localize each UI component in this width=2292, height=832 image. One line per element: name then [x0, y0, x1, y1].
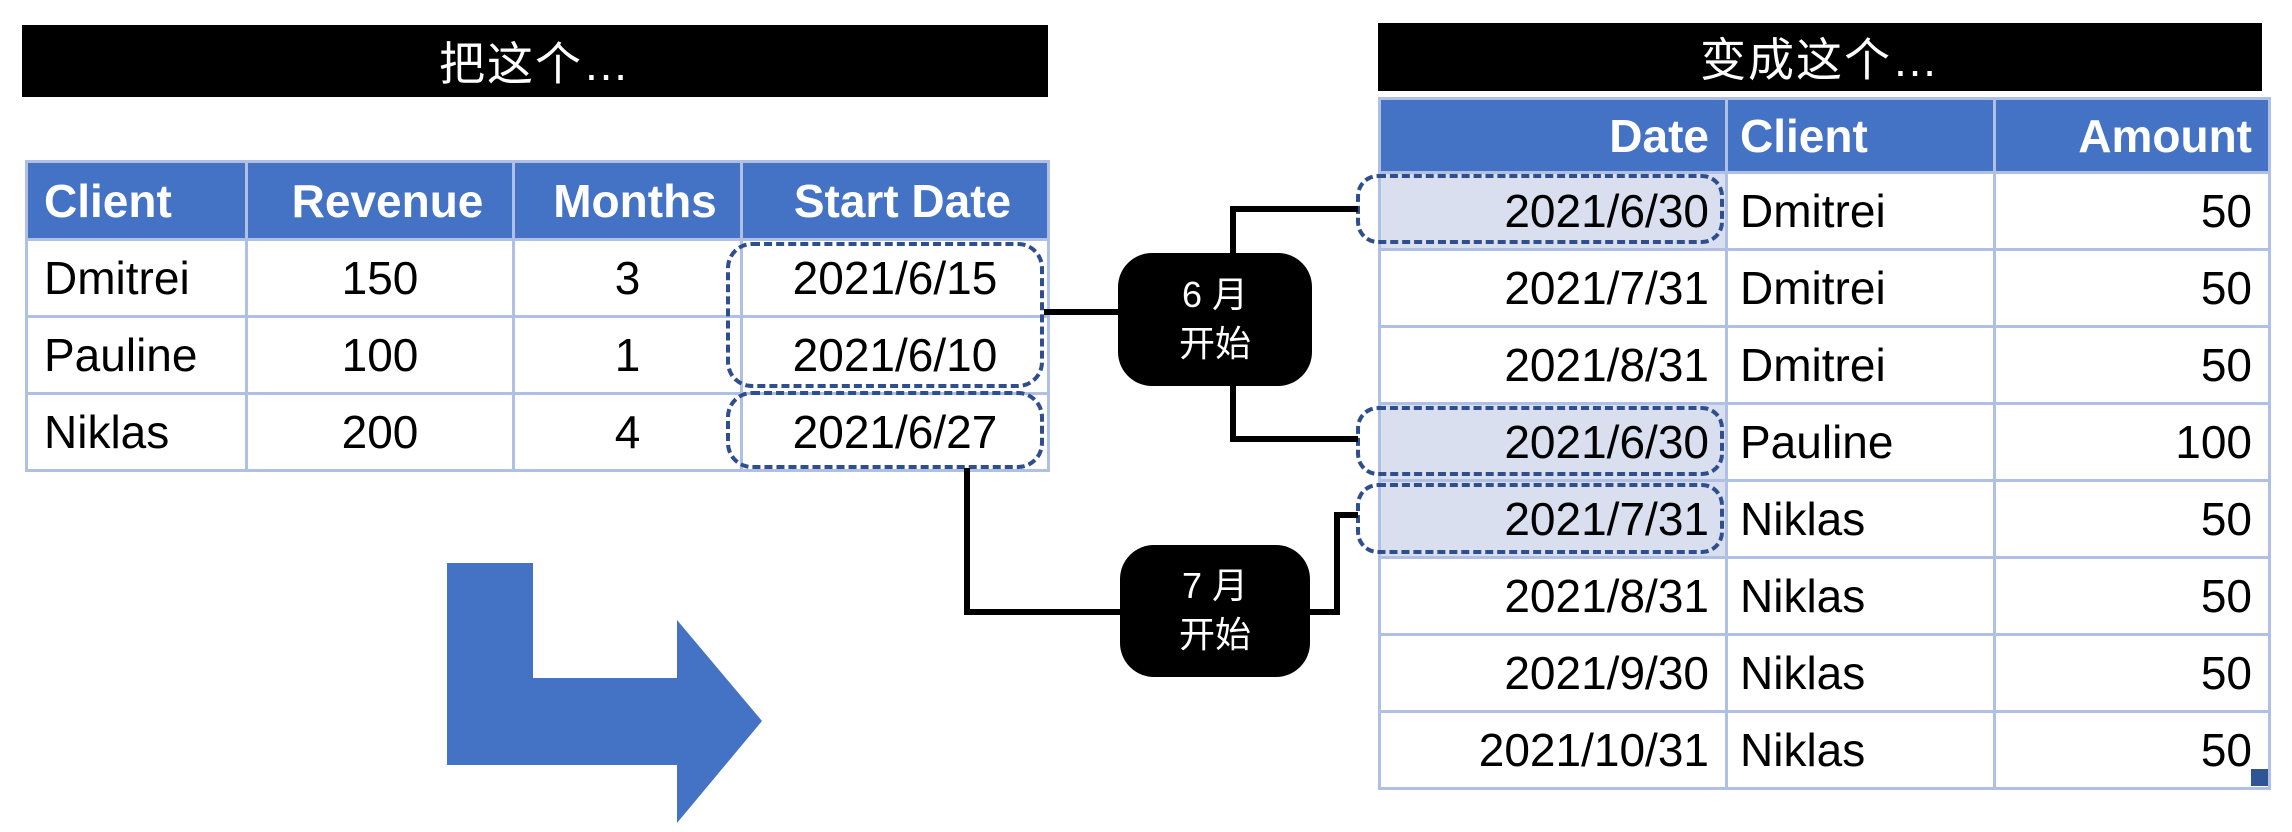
source-header-row: Client Revenue Months Start Date [25, 160, 1050, 241]
cell-startdate[interactable]: 2021/6/27 [740, 392, 1050, 472]
cell-amount[interactable]: 50 [1993, 248, 2271, 328]
cell-amount[interactable]: 50 [1993, 325, 2271, 405]
cell-months[interactable]: 1 [512, 315, 743, 395]
table-row: 2021/6/30 Pauline 100 [1378, 402, 2271, 482]
cell-amount[interactable]: 50 [1993, 171, 2271, 251]
callout-june-start: 6 月 开始 [1118, 253, 1312, 386]
cell-client[interactable]: Pauline [1725, 402, 1996, 482]
left-banner-title: 把这个… [439, 38, 631, 90]
connector-july-right-horizontal [1306, 609, 1340, 615]
table-row: 2021/8/31 Dmitrei 50 [1378, 325, 2271, 405]
cell-client[interactable]: Dmitrei [25, 238, 248, 318]
result-table: Date Client Amount 2021/6/30 Dmitrei 50 … [1378, 97, 2271, 790]
excel-fill-handle[interactable] [2251, 769, 2268, 786]
callout-july-line2: 开始 [1178, 614, 1251, 655]
connector-june-top-horizontal [1230, 206, 1358, 212]
result-header-row: Date Client Amount [1378, 97, 2271, 174]
table-row: 2021/6/30 Dmitrei 50 [1378, 171, 2271, 251]
callout-june-line1: 6 月 [1181, 273, 1249, 315]
connector-june-bottom-vertical [1230, 380, 1236, 442]
cell-revenue[interactable]: 150 [245, 238, 515, 318]
result-header-date[interactable]: Date [1378, 97, 1728, 174]
cell-client[interactable]: Dmitrei [1725, 248, 1996, 328]
cell-client[interactable]: Dmitrei [1725, 171, 1996, 251]
connector-june-left [1044, 309, 1118, 315]
cell-months[interactable]: 3 [512, 238, 743, 318]
connector-june-bottom-horizontal [1230, 436, 1358, 442]
cell-months[interactable]: 4 [512, 392, 743, 472]
cell-revenue[interactable]: 100 [245, 315, 515, 395]
cell-date-highlighted[interactable]: 2021/6/30 [1378, 171, 1728, 251]
source-header-revenue[interactable]: Revenue [245, 160, 515, 241]
callout-july-line1: 7 月 [1181, 565, 1249, 607]
table-row: 2021/9/30 Niklas 50 [1378, 633, 2271, 713]
source-header-startdate[interactable]: Start Date [740, 160, 1050, 241]
source-header-months[interactable]: Months [512, 160, 743, 241]
callout-july-start: 7 月 开始 [1120, 545, 1310, 677]
cell-startdate[interactable]: 2021/6/10 [740, 315, 1050, 395]
cell-amount[interactable]: 50 [1993, 556, 2271, 636]
right-banner-title: 变成这个… [1700, 34, 1940, 86]
cell-date-highlighted[interactable]: 2021/6/30 [1378, 402, 1728, 482]
connector-july-left-horizontal [964, 609, 1124, 615]
cell-amount[interactable]: 50 [1993, 633, 2271, 713]
connector-july-right-vertical [1334, 512, 1340, 615]
cell-client[interactable]: Pauline [25, 315, 248, 395]
cell-date[interactable]: 2021/9/30 [1378, 633, 1728, 713]
right-banner: 变成这个… [1378, 23, 2262, 91]
table-row: 2021/7/31 Dmitrei 50 [1378, 248, 2271, 328]
cell-date[interactable]: 2021/10/31 [1378, 710, 1728, 790]
cell-date-highlighted[interactable]: 2021/7/31 [1378, 479, 1728, 559]
cell-revenue[interactable]: 200 [245, 392, 515, 472]
cell-client[interactable]: Niklas [1725, 633, 1996, 713]
connector-july-left-vertical [964, 468, 970, 615]
callout-june-line2: 开始 [1178, 322, 1251, 364]
cell-client[interactable]: Niklas [1725, 479, 1996, 559]
result-header-amount[interactable]: Amount [1993, 97, 2271, 174]
table-row: Niklas 200 4 2021/6/27 [25, 392, 1050, 472]
bent-arrow-icon [447, 563, 762, 823]
cell-client[interactable]: Niklas [25, 392, 248, 472]
cell-client[interactable]: Dmitrei [1725, 325, 1996, 405]
cell-client[interactable]: Niklas [1725, 556, 1996, 636]
table-row: 2021/10/31 Niklas 50 [1378, 710, 2271, 790]
table-row: Pauline 100 1 2021/6/10 [25, 315, 1050, 395]
cell-client[interactable]: Niklas [1725, 710, 1996, 790]
bent-arrow-shape [447, 563, 762, 823]
cell-date[interactable]: 2021/8/31 [1378, 325, 1728, 405]
table-row: 2021/7/31 Niklas 50 [1378, 479, 2271, 559]
cell-amount[interactable]: 50 [1993, 710, 2271, 790]
connector-june-top-vertical [1230, 206, 1236, 259]
cell-date[interactable]: 2021/7/31 [1378, 248, 1728, 328]
source-table: Client Revenue Months Start Date Dmitrei… [25, 160, 1050, 472]
cell-startdate[interactable]: 2021/6/15 [740, 238, 1050, 318]
source-header-client[interactable]: Client [25, 160, 248, 241]
table-row: 2021/8/31 Niklas 50 [1378, 556, 2271, 636]
connector-july-right-tip [1334, 512, 1358, 518]
cell-date[interactable]: 2021/8/31 [1378, 556, 1728, 636]
cell-amount[interactable]: 100 [1993, 402, 2271, 482]
left-banner: 把这个… [22, 25, 1048, 97]
cell-amount[interactable]: 50 [1993, 479, 2271, 559]
result-header-client[interactable]: Client [1725, 97, 1996, 174]
table-row: Dmitrei 150 3 2021/6/15 [25, 238, 1050, 318]
